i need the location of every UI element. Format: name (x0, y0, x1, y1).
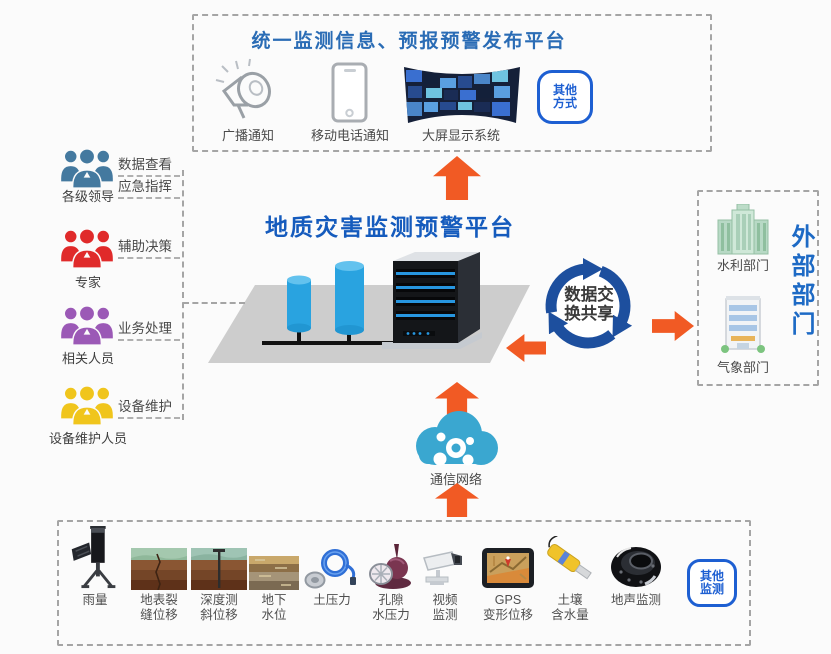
role-data-view: 数据查看 (118, 157, 180, 177)
sensor-pore-pressure: 孔隙 水压力 (358, 530, 424, 623)
sensor-label: 地下 水位 (261, 593, 287, 622)
arrow-up-sensors-to-cloud (435, 483, 479, 517)
geosound-icon (611, 547, 661, 587)
sensor-label: 雨量 (82, 593, 108, 607)
water-department-label: 水利部门 (716, 258, 769, 273)
sensor-geosound: 地声监测 (603, 530, 669, 608)
video-wall-label: 大屏显示系统 (421, 128, 500, 143)
sensor-gps: GPS 变形位移 (475, 530, 541, 623)
sensor-groundwater: 地下 水位 (241, 530, 307, 623)
related-personnel-group-icon (61, 305, 113, 346)
gps-icon (482, 548, 534, 588)
soil-moisture-icon (547, 536, 592, 580)
related-personnel-label: 相关人员 (61, 351, 114, 366)
communication-network-label: 通信网络 (429, 472, 482, 487)
role-emergency-command: 应急指挥 (118, 179, 180, 199)
sensor-label: 视频 监测 (432, 593, 458, 622)
communication-network-cloud-icon (416, 411, 498, 466)
pore-pressure-icon (369, 544, 411, 589)
sensor-soil-moisture: 土壤 含水量 (537, 530, 603, 623)
rain-gauge-icon (71, 526, 116, 589)
mobile-phone-label: 移动电话通知 (310, 128, 389, 143)
server-platform-illustration (208, 252, 530, 363)
role-business-processing: 业务处理 (118, 321, 180, 341)
data-exchange-cycle-icon (545, 258, 633, 349)
inclinometer-icon (191, 548, 247, 590)
sensor-label: 孔隙 水压力 (372, 593, 410, 622)
sensor-label: 深度测 斜位移 (200, 593, 238, 622)
weather-department-building-icon (721, 296, 765, 353)
sensor-label: 地表裂 缝位移 (140, 593, 178, 622)
other-monitoring-badge: 其他 监测 (687, 559, 737, 607)
megaphone-icon (215, 58, 271, 119)
maintenance-personnel-label: 设备维护人员 (48, 431, 127, 446)
megaphone-label: 广播通知 (221, 128, 274, 143)
sensor-inclinometer: 深度测 斜位移 (186, 530, 252, 623)
sensor-label: 土压力 (313, 593, 351, 607)
role-decision-support: 辅助决策 (118, 239, 180, 259)
weather-department-label: 气象部门 (716, 360, 769, 375)
earth-pressure-icon (304, 549, 356, 589)
sensor-video-camera: 视频 监测 (412, 530, 478, 623)
publish-panel-title: 统一监测信息、预报预警发布平台 (251, 31, 567, 52)
sensor-rain-gauge: 雨量 (62, 526, 128, 608)
leaders-group-icon (61, 148, 113, 189)
data-exchange-label: 数据交 换共享 (564, 286, 614, 323)
users-platform-connector (183, 302, 245, 304)
arrow-up-to-publish (433, 156, 481, 200)
publish-panel: 统一监测信息、预报预警发布平台 广播通知 移动电话通知 (192, 14, 712, 152)
sensor-label: 地声监测 (610, 593, 661, 607)
surface-crack-icon (131, 548, 187, 590)
users-rail (182, 170, 184, 420)
video-wall-icon (404, 67, 520, 123)
groundwater-icon (249, 556, 299, 590)
role-equipment-maintenance: 设备维护 (118, 399, 180, 419)
water-department-building-icon (717, 204, 769, 255)
external-panel: 水利部门 气象部门 外部部门 (697, 190, 819, 386)
experts-group-icon (61, 228, 113, 269)
leaders-label: 各级领导 (61, 189, 114, 204)
platform-title: 地质灾害监测预警平台 (265, 214, 515, 240)
mobile-phone-icon (331, 62, 368, 123)
sensor-panel: 雨量 地表裂 缝位移 深度测 斜位移 (57, 520, 751, 646)
maintenance-group-icon (61, 385, 113, 426)
sensor-label: GPS 变形位移 (482, 593, 533, 622)
other-methods-badge: 其他 方式 (537, 70, 593, 124)
external-panel-title: 外部部门 (787, 224, 814, 340)
sensor-earth-pressure: 土压力 (299, 530, 365, 608)
sensor-surface-crack: 地表裂 缝位移 (126, 530, 192, 623)
arrow-right-to-external (652, 311, 694, 341)
experts-label: 专家 (74, 275, 101, 290)
sensor-label: 土壤 含水量 (551, 593, 589, 622)
video-camera-icon (423, 551, 462, 585)
